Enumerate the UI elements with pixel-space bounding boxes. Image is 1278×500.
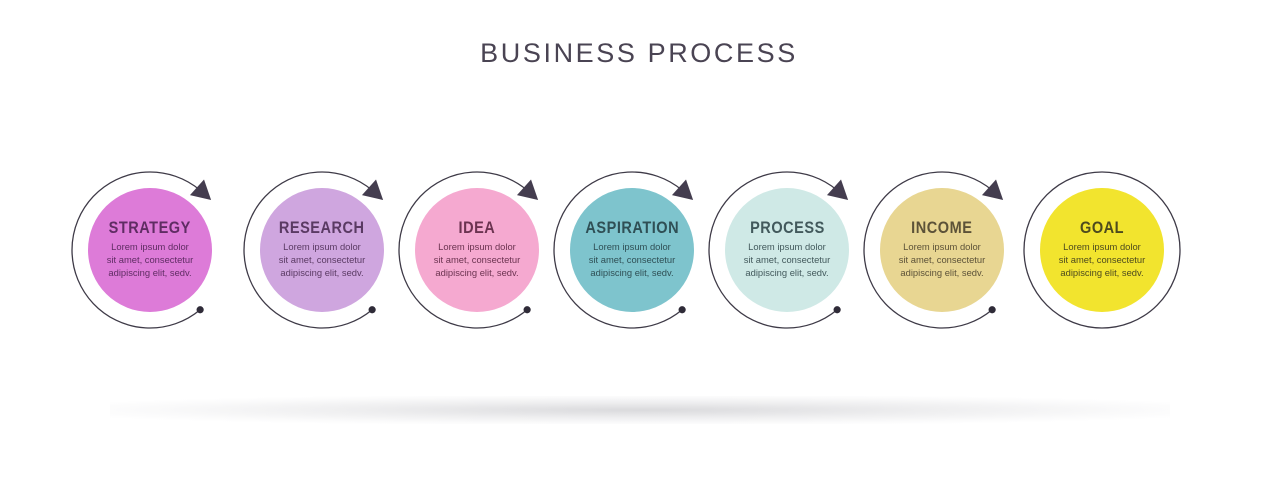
arrow-icon (671, 179, 694, 201)
arrow-icon (981, 179, 1004, 201)
step-description: Lorem ipsum dolor sit amet, consectetur … (433, 241, 521, 279)
step-title: GOAL (1079, 218, 1125, 237)
arc-endpoint-dot-icon (523, 306, 531, 314)
ground-shadow (110, 396, 1170, 424)
step-circle-strategy[interactable]: STRATEGY Lorem ipsum dolor sit amet, cons… (88, 188, 212, 312)
arc-endpoint-dot-icon (368, 306, 376, 314)
arc-endpoint-dot-icon (678, 306, 686, 314)
step-circle-income[interactable]: INCOME Lorem ipsum dolor sit amet, consec… (880, 188, 1004, 312)
step-circle-research[interactable]: RESEARCH Lorem ipsum dolor sit amet, cons… (260, 188, 384, 312)
step-description: Lorem ipsum dolor sit amet, consectetur … (588, 241, 676, 279)
page-title: BUSINESS PROCESS (480, 38, 798, 68)
arrow-icon (516, 179, 539, 201)
arc-endpoint-dot-icon (833, 306, 841, 314)
step-title: ASPIRATION (585, 218, 679, 237)
step-description: Lorem ipsum dolor sit amet, consectetur … (278, 241, 366, 279)
step-description: Lorem ipsum dolor sit amet, consectetur … (1058, 241, 1146, 279)
step-title: STRATEGY (108, 218, 192, 237)
step-description: Lorem ipsum dolor sit amet, consectetur … (106, 241, 194, 279)
step-circle-goal[interactable]: GOAL Lorem ipsum dolor sit amet, consecte… (1040, 188, 1164, 312)
arc-endpoint-dot-icon (988, 306, 996, 314)
step-title: PROCESS (749, 218, 825, 237)
arrow-icon (826, 179, 849, 201)
arrow-icon (189, 179, 212, 201)
arc-endpoint-dot-icon (196, 306, 204, 314)
step-title: RESEARCH (279, 218, 365, 237)
step-title: IDEA (458, 218, 496, 237)
step-circle-idea[interactable]: IDEA Lorem ipsum dolor sit amet, consecte… (415, 188, 539, 312)
step-circle-process[interactable]: PROCESS Lorem ipsum dolor sit amet, conse… (725, 188, 849, 312)
step-circle-aspiration[interactable]: ASPIRATION Lorem ipsum dolor sit amet, co… (570, 188, 694, 312)
step-description: Lorem ipsum dolor sit amet, consectetur … (898, 241, 986, 279)
arrow-icon (361, 179, 384, 201)
step-title: INCOME (911, 218, 973, 237)
step-description: Lorem ipsum dolor sit amet, consectetur … (743, 241, 831, 279)
